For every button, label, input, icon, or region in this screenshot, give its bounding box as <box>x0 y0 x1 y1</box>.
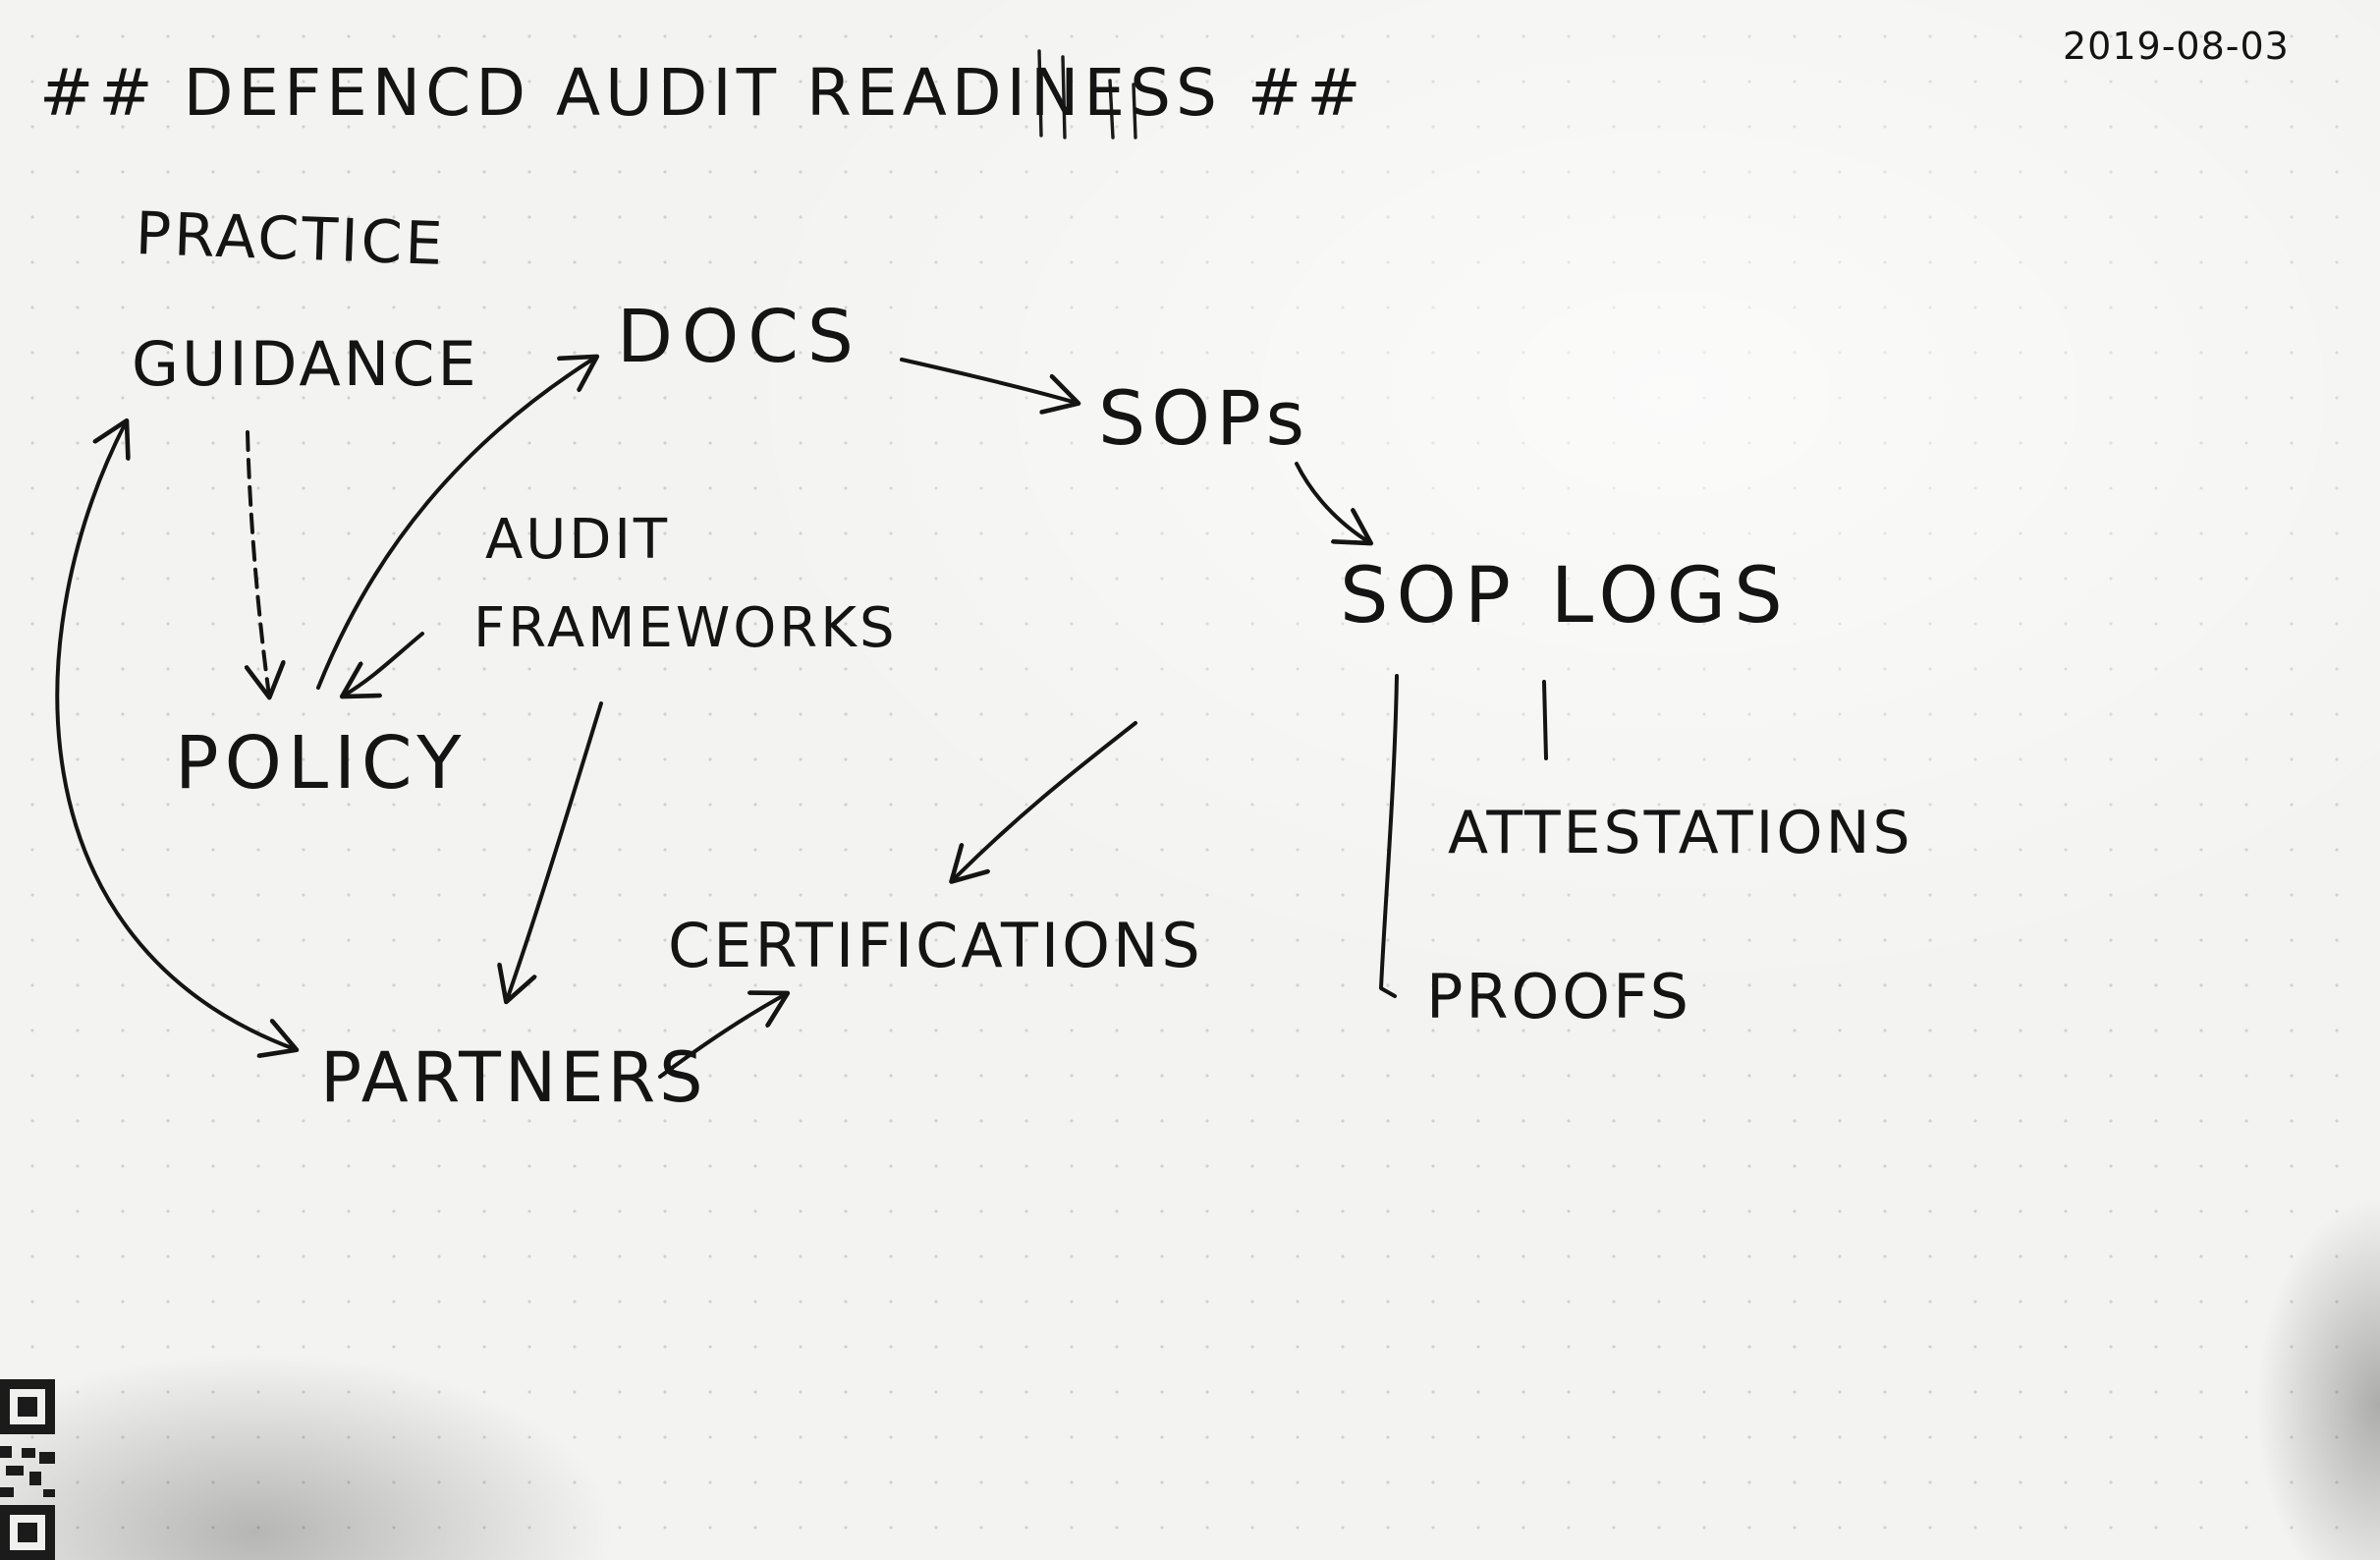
edge-docs-to-sops <box>900 358 1077 403</box>
edge-soplogs-to-attestations <box>1542 680 1548 760</box>
edge-soplogs-to-proofs <box>1379 674 1399 998</box>
node-partners: Partners <box>320 1037 707 1118</box>
page-title: ## DefenCD Audit Readiness ## <box>39 55 1366 131</box>
node-frameworks: Frameworks <box>473 596 898 660</box>
edge-guidance-to-policy <box>248 430 269 696</box>
edge-guidance-partners-bidirectional <box>55 422 295 1049</box>
edge-partners-to-certifications <box>658 994 786 1079</box>
edge-frameworks-to-policy <box>344 632 424 696</box>
node-proofs: Proofs <box>1426 961 1691 1032</box>
node-guidance: Guidance <box>132 328 479 400</box>
qr-code-icon <box>0 1379 55 1560</box>
edge-sops-to-soplogs <box>1295 462 1369 542</box>
node-sops: SOPs <box>1098 374 1311 462</box>
node-practice: Practice <box>134 199 447 279</box>
title-hash-strokes <box>1037 49 1137 139</box>
node-attestations: Attestations <box>1448 799 1913 867</box>
node-certifications: Certifications <box>668 910 1203 981</box>
date-stamp: 2019-08-03 <box>2063 25 2290 68</box>
node-sop-logs: SOP Logs <box>1340 552 1791 641</box>
edge-frameworks-to-partners <box>507 701 603 1000</box>
node-audit: Audit <box>485 508 671 572</box>
edge-soplogs-to-certifications <box>953 721 1137 880</box>
edge-policy-to-docs <box>316 358 595 690</box>
node-policy: Policy <box>175 721 468 806</box>
node-docs: Docs <box>617 295 862 379</box>
